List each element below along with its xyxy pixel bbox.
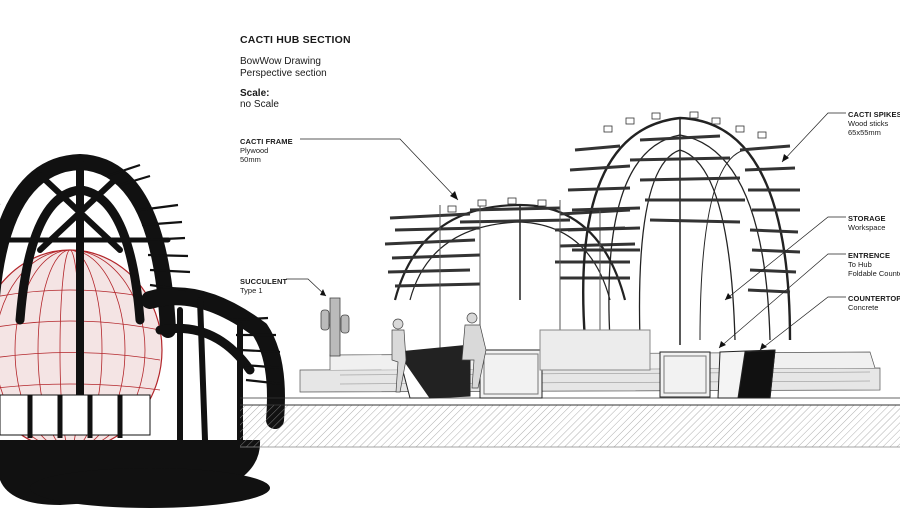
- counters: [397, 329, 776, 399]
- callout-cacti-spikes: CACTI SPIKES Wood sticks 65x55mm: [848, 110, 900, 137]
- callout-name: COUNTERTOP: [848, 294, 900, 303]
- scale-label: Scale:: [240, 88, 270, 99]
- callout-storage: STORAGE Workspace: [848, 214, 886, 232]
- scale-value: no Scale: [240, 99, 279, 110]
- callout-dimension: 50mm: [240, 155, 261, 164]
- drawing-type: BowWow Drawing: [240, 56, 321, 67]
- tall-dome: [447, 111, 801, 345]
- callout-material: To Hub: [848, 260, 872, 269]
- succulent-sculpture: [320, 297, 350, 357]
- callout-entrence: ENTRENCE To Hub Foldable Counter: [848, 251, 900, 278]
- callout-name: ENTRENCE: [848, 251, 891, 260]
- callout-succulent: SUCCULENT Type 1: [240, 277, 287, 295]
- exterior-render: [0, 153, 285, 508]
- callout-material: Workspace: [848, 223, 886, 232]
- title-block: CACTI HUB SECTION BowWow Drawing Perspec…: [240, 34, 351, 111]
- callout-name: SUCCULENT: [240, 277, 288, 286]
- people: [391, 312, 487, 393]
- drawing-view: Perspective section: [240, 68, 327, 79]
- callout-dimension: 65x55mm: [848, 128, 881, 137]
- small-dome: [384, 200, 636, 350]
- callout-name: CACTI FRAME: [240, 137, 293, 146]
- callout-cacti-frame: CACTI FRAME Plywood 50mm: [240, 137, 293, 164]
- callout-material: Plywood: [240, 146, 269, 155]
- callout-material: Type 1: [240, 286, 263, 295]
- callout-detail: Foldable Counter: [848, 269, 900, 278]
- drawing-title: CACTI HUB SECTION: [240, 34, 351, 46]
- callout-name: STORAGE: [848, 214, 886, 223]
- callout-material: Concrete: [848, 303, 879, 312]
- callout-countertop: COUNTERTOP Concrete: [848, 294, 900, 312]
- callout-material: Wood sticks: [848, 119, 889, 128]
- callout-name: CACTI SPIKES: [848, 110, 900, 119]
- leader-lines: [286, 112, 846, 351]
